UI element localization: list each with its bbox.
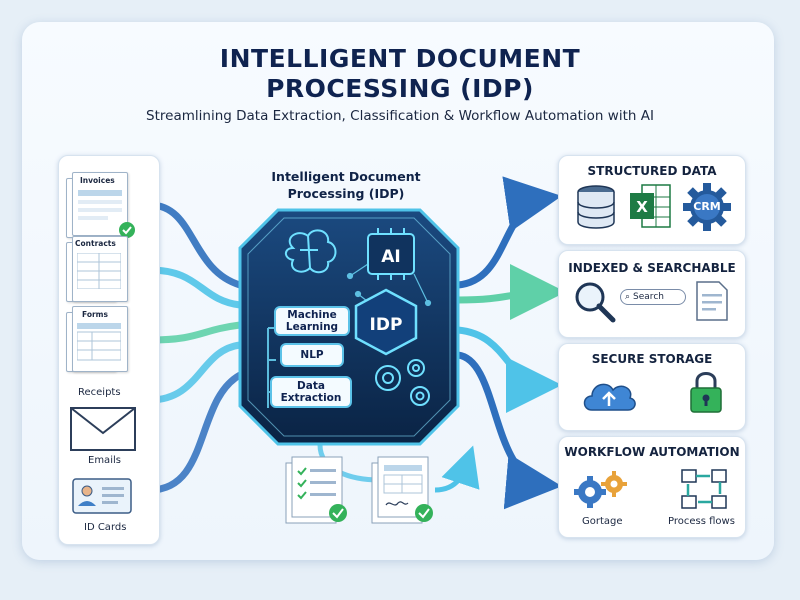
arrow-receipts — [149, 341, 241, 404]
arrow-bottom-out — [434, 445, 480, 493]
idp-label: IDP — [370, 315, 403, 335]
workflow-left-label: Gortage — [582, 516, 623, 527]
signed-document-icon — [371, 456, 433, 524]
main-title-line2: PROCESSING (IDP) — [266, 74, 534, 103]
subtitle: Streamlining Data Extraction, Classifica… — [146, 108, 654, 124]
database-icon — [577, 185, 615, 229]
id-card-icon — [72, 478, 132, 514]
invoices-label: Invoices — [80, 176, 115, 185]
emails-label: Emails — [88, 455, 121, 466]
id-cards-label: ID Cards — [84, 522, 127, 533]
arrow-contracts — [149, 266, 241, 309]
structured-data-title: STRUCTURED DATA — [587, 164, 717, 178]
arrow-invoices — [149, 201, 242, 289]
checked-document-icon — [285, 456, 347, 524]
core-title: Intelligent Document Processing (IDP) — [246, 168, 446, 202]
spreadsheet-icon: X — [630, 184, 671, 228]
magnifier-icon — [575, 282, 616, 323]
cloud-upload-icon — [583, 383, 636, 411]
process-flow-icon — [681, 469, 727, 509]
arrow-ids — [149, 371, 242, 494]
ai-label: AI — [381, 247, 400, 267]
receipts-label: Receipts — [78, 387, 121, 398]
contracts-label: Contracts — [75, 239, 116, 248]
arrow-workflow — [457, 351, 562, 510]
core-title-line1: Intelligent Document — [271, 169, 421, 184]
arrow-storage — [457, 326, 562, 413]
main-title-line1: INTELLIGENT DOCUMENT — [219, 44, 581, 73]
arrow-structured — [457, 176, 562, 289]
nlp-module: NLP — [280, 343, 344, 367]
arrow-indexed — [457, 264, 566, 321]
ai-chip-icon — [367, 228, 415, 280]
workflow-right-label: Process flows — [668, 516, 735, 527]
idp-hexagon-icon — [354, 288, 418, 356]
svg-text:X: X — [636, 198, 648, 216]
document-icon — [696, 281, 728, 321]
indexed-searchable-title: INDEXED & SEARCHABLE — [568, 261, 736, 275]
search-icon: ⌕ — [625, 292, 631, 302]
secure-storage-title: SECURE STORAGE — [591, 352, 713, 366]
workflow-automation-title: WORKFLOW AUTOMATION — [564, 445, 740, 459]
search-input: ⌕Search — [620, 289, 686, 305]
crm-label: CRM — [693, 200, 721, 213]
padlock-icon — [690, 372, 722, 413]
brain-icon — [284, 229, 337, 274]
check-icon — [119, 222, 135, 238]
forms-label: Forms — [82, 310, 108, 319]
crm-gear-icon — [683, 183, 731, 231]
gear-icon — [375, 359, 430, 406]
arrow-forms — [149, 321, 241, 344]
gears-icon — [574, 471, 627, 508]
email-icon — [70, 407, 136, 451]
core-title-line2: Processing (IDP) — [287, 186, 405, 201]
workflow-automation-card: WORKFLOW AUTOMATION — [558, 436, 746, 538]
